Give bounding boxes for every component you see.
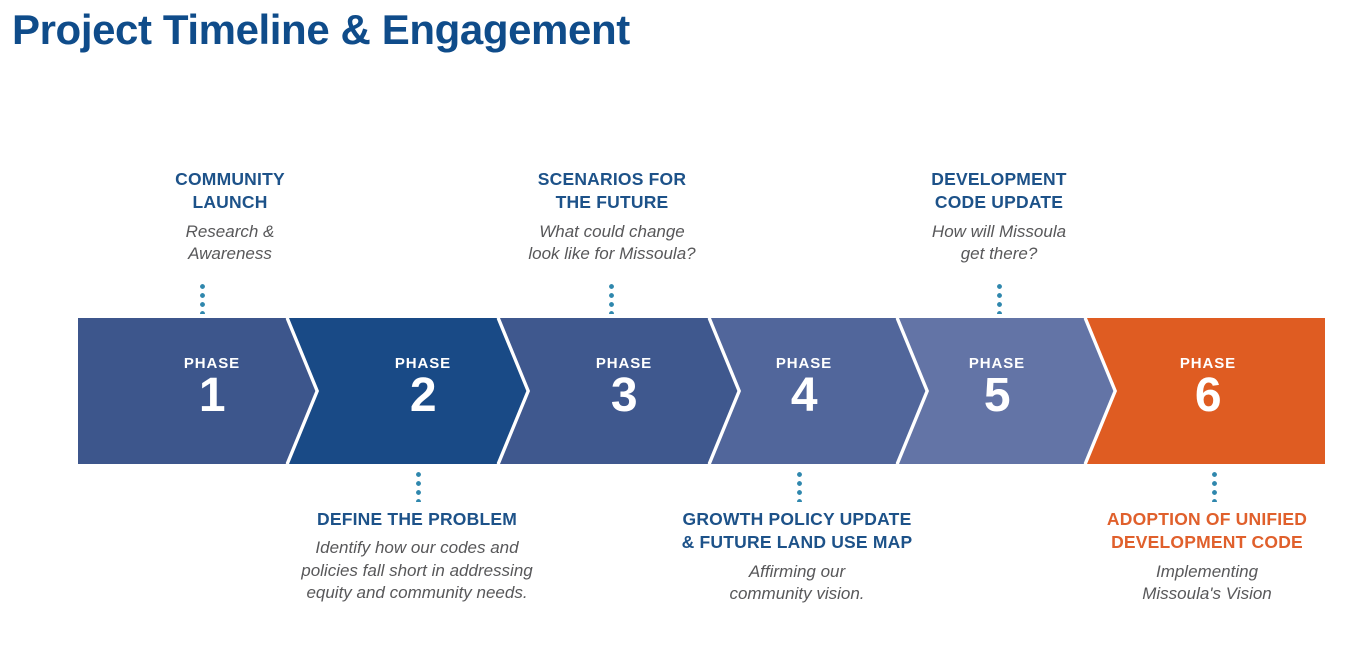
callout-description: Identify how our codes and policies fall…: [301, 538, 533, 603]
phase-6-shape[interactable]: [1087, 318, 1325, 464]
connector-dots-phase-4: [797, 472, 802, 502]
chevron-separator-3-4: [707, 317, 741, 465]
chevron-separator-5-6: [1083, 317, 1117, 465]
callout-title: GROWTH POLICY UPDATE & FUTURE LAND USE M…: [681, 509, 913, 553]
phase-chevron-bar: PHASE 1 PHASE 2 PHASE 3 PHASE 4 PHASE 5 …: [78, 317, 1325, 465]
callout-define-the-problem: DEFINE THE PROBLEM Identify how our code…: [248, 508, 586, 605]
callout-growth-policy-update: GROWTH POLICY UPDATE & FUTURE LAND USE M…: [628, 508, 966, 605]
callout-title: ADOPTION OF UNIFIED DEVELOPMENT CODE: [1106, 509, 1308, 553]
callout-title: COMMUNITY LAUNCH: [175, 169, 285, 213]
callout-description: Affirming our community vision.: [729, 561, 865, 603]
callout-adoption-of-unified-development-code: ADOPTION OF UNIFIED DEVELOPMENT CODE Imp…: [1052, 508, 1362, 605]
phase-4-shape[interactable]: [711, 318, 926, 464]
callout-title: DEFINE THE PROBLEM: [317, 509, 517, 529]
phase-2-shape[interactable]: [289, 318, 527, 464]
callout-scenarios-for-the-future: SCENARIOS FOR THE FUTURE What could chan…: [488, 168, 736, 265]
connector-dots-phase-2: [416, 472, 421, 502]
connector-dots-phase-5: [997, 284, 1002, 314]
chevron-separator-4-5: [895, 317, 929, 465]
callout-community-launch: COMMUNITY LAUNCH Research & Awareness: [110, 168, 350, 265]
callout-description: Implementing Missoula's Vision: [1142, 561, 1272, 603]
callout-title: DEVELOPMENT CODE UPDATE: [931, 169, 1067, 213]
connector-dots-phase-3: [609, 284, 614, 314]
callout-development-code-update: DEVELOPMENT CODE UPDATE How will Missoul…: [885, 168, 1113, 265]
page-title: Project Timeline & Engagement: [12, 6, 630, 53]
connector-dots-phase-6: [1212, 472, 1217, 502]
chevron-separator-2-3: [496, 317, 530, 465]
phase-3-shape[interactable]: [500, 318, 738, 464]
connector-dots-phase-1: [200, 284, 205, 314]
callout-title: SCENARIOS FOR THE FUTURE: [537, 169, 687, 213]
chevron-separator-1-2: [285, 317, 319, 465]
phase-5-shape[interactable]: [899, 318, 1114, 464]
phase-chevron-svg: [78, 317, 1325, 465]
callout-description: How will Missoula get there?: [931, 221, 1067, 263]
callout-description: Research & Awareness: [185, 221, 275, 263]
callout-description: What could change look like for Missoula…: [528, 221, 696, 263]
phase-1-shape[interactable]: [78, 318, 316, 464]
